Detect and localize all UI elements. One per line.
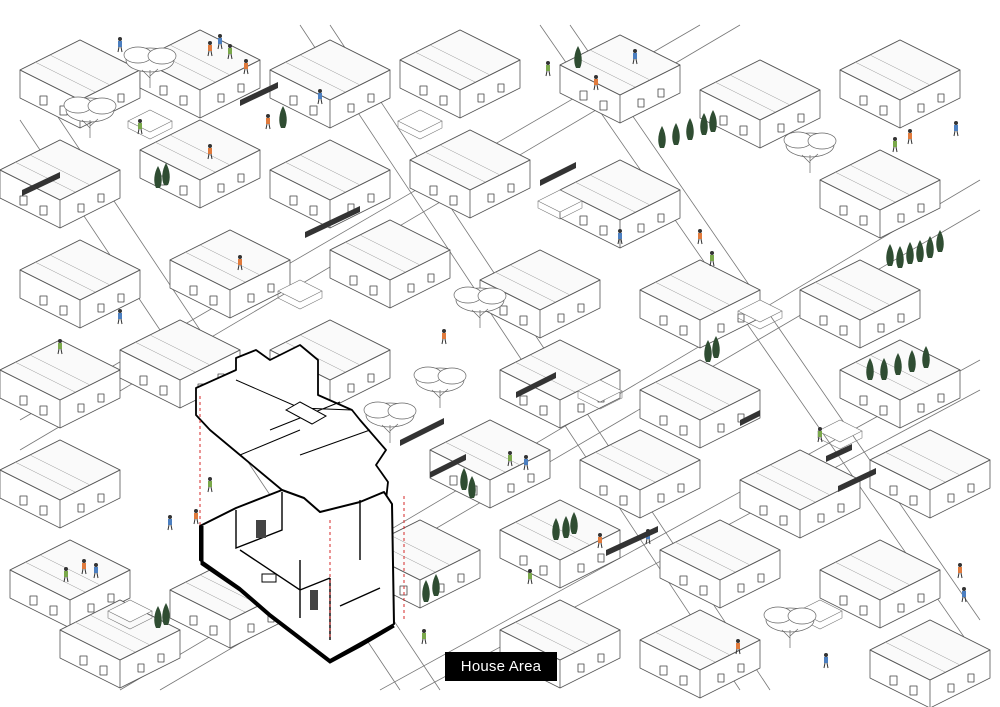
fences — [22, 82, 876, 556]
highlighted-house-floorplan — [199, 489, 395, 661]
highlighted-house-roof — [195, 344, 389, 521]
house-area-caption: House Area — [445, 652, 557, 681]
projection-lines — [199, 396, 405, 640]
highlighted-house — [195, 344, 405, 664]
